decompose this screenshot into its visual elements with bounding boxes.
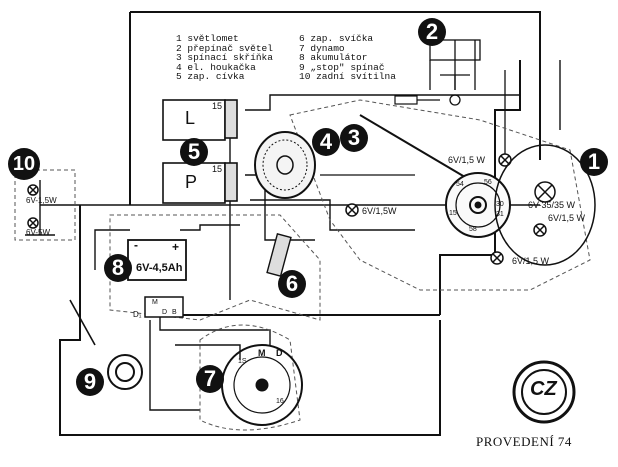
legend-item: 8 akumulátor <box>299 52 368 64</box>
battery-label: 6V-4,5Ah <box>136 262 183 274</box>
spark-plug-symbol <box>266 233 292 277</box>
switch-terminal-56: 56 <box>484 179 492 186</box>
headlamp-housing <box>494 144 596 266</box>
ignition-switch-symbol <box>445 172 511 238</box>
fuse-symbol <box>394 95 418 105</box>
badge-coil: 5 <box>180 138 208 166</box>
legend: 1 světlomet 2 přepínač světel 3 spínací … <box>176 34 408 84</box>
frame-outline <box>109 214 321 321</box>
cz-logo <box>512 360 576 424</box>
battery-symbol <box>127 239 187 281</box>
badge-stop-switch: 9 <box>76 368 104 396</box>
badge-battery: 8 <box>104 254 132 282</box>
legend-item: 3 spínací skříňka <box>176 52 273 64</box>
light-selector-symbol <box>429 39 481 106</box>
tail-outline <box>14 169 76 241</box>
coil-p-terminal: 15 <box>212 164 223 174</box>
battery-plus-label: + <box>172 240 180 254</box>
badge-light-selector: 2 <box>418 18 446 46</box>
engine-outline <box>199 324 301 431</box>
legend-item: 9 „stop" spínač <box>299 61 385 73</box>
coil-boxes <box>162 99 238 204</box>
legend-item: 5 zap. cívka <box>176 71 245 83</box>
regulator-terminal-d: D <box>162 309 168 316</box>
wire-stop-switch <box>69 299 96 346</box>
headlamp-pos-label: 6V/1,5 W <box>548 213 586 223</box>
horn-symbol <box>254 131 316 199</box>
battery-minus-label: - <box>134 238 138 252</box>
stop-switch-symbol <box>107 354 143 390</box>
badge-tail-lamp: 10 <box>8 148 40 180</box>
badge-headlamp: 1 <box>580 148 608 176</box>
switch-terminal-58: 58 <box>469 226 477 233</box>
wire-switch-leader <box>359 114 471 181</box>
wire-to-switch <box>250 199 415 231</box>
tail-bottom-label: 6V-5W <box>26 228 51 237</box>
left-lamp-label: 6V/1,5W <box>362 206 397 216</box>
wire-top-frame <box>130 11 541 50</box>
coil-l-label: L <box>185 108 196 128</box>
switch-terminal-30: 30 <box>496 201 504 208</box>
wire-coil-top <box>245 94 520 111</box>
dynamo-terminal-15: 1S <box>238 358 247 365</box>
legend-item: 2 přepínač světel <box>176 42 273 54</box>
legend-item: 6 zap. svíčka <box>299 33 374 44</box>
regulator-terminal-b: B <box>172 309 177 316</box>
badge-spark-plug: 6 <box>278 270 306 298</box>
legend-item: 7 dynamo <box>299 42 345 54</box>
dynamo-terminal-d: D <box>276 348 283 358</box>
footer-caption: PROVEDENÍ 74 <box>476 434 572 449</box>
wire-right-bus <box>439 254 495 315</box>
regulator-symbol <box>144 296 184 318</box>
legend-column-right: 6 zap. svíčka 7 dynamo 8 akumulátor 9 „s… <box>299 34 396 82</box>
lower-lamp-label: 6V/1,5 W <box>512 256 550 266</box>
switch-terminal-54: 54 <box>456 181 464 188</box>
wire-battery-plus <box>180 224 240 231</box>
coil-l-terminal: 15 <box>212 101 223 111</box>
legend-column-left: 1 světlomet 2 přepínač světel 3 spínací … <box>176 34 273 82</box>
legend-item: 10 zadní svítilna <box>299 71 396 83</box>
wire-reg-dynamo <box>159 310 271 345</box>
badge-ignition-switch: 3 <box>340 124 368 152</box>
legend-item: 1 světlomet <box>176 33 239 44</box>
badge-dynamo: 7 <box>196 365 224 393</box>
legend-item: 4 el. houkačka <box>176 61 256 73</box>
regulator-terminal-m: M <box>152 299 158 306</box>
wire-tail <box>25 180 55 236</box>
dynamo-terminal-m: M <box>258 348 266 358</box>
wire-bottom-loop <box>59 205 441 436</box>
tail-top-label: 6V-1,5W <box>26 196 57 205</box>
badge-horn: 4 <box>312 128 340 156</box>
coil-p-label: P <box>185 172 198 192</box>
dynamo-terminal-16: 16 <box>276 398 284 405</box>
switch-terminal-15: 15 <box>449 210 457 217</box>
switch-top-lamp-label: 6V/1,5 W <box>448 155 486 165</box>
headlamp-main-label: 6V-35/35 W <box>528 200 576 210</box>
wire-battery <box>94 229 130 270</box>
regulator-terminal-d1: D₁ <box>133 310 142 319</box>
switch-terminal-31: 31 <box>496 211 504 218</box>
cz-logo-text: CZ <box>530 378 557 400</box>
headlamp-bulbs <box>27 153 556 265</box>
